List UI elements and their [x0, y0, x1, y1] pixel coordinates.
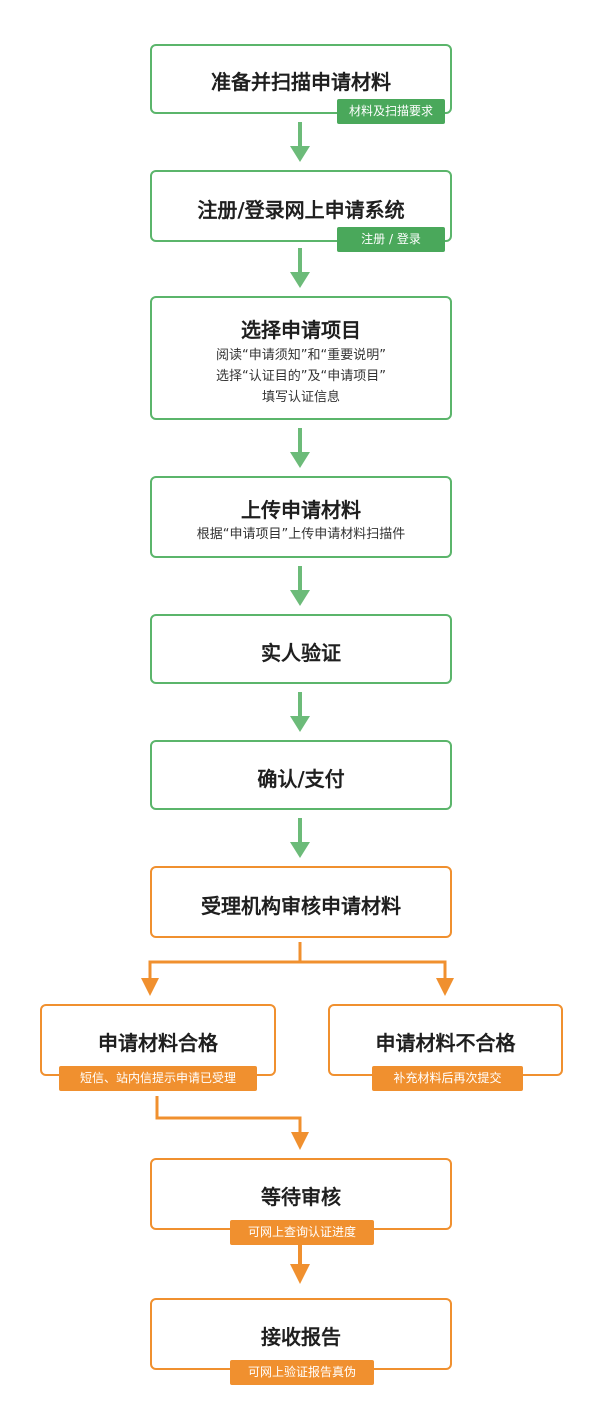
resubmit-tag: 补充材料后再次提交	[372, 1066, 523, 1091]
merge-connector	[155, 1096, 302, 1136]
arrow-down-icon	[290, 566, 310, 606]
arrow-down-icon	[291, 1132, 309, 1150]
query-progress-tag[interactable]: 可网上查询认证进度	[230, 1220, 374, 1245]
arrow-down-icon	[141, 978, 159, 996]
green-arrows	[290, 122, 310, 858]
step-title: 实人验证	[261, 641, 341, 665]
step-title: 申请材料不合格	[375, 1031, 516, 1055]
register-login-tag[interactable]: 注册 / 登录	[337, 227, 445, 252]
step-title: 选择申请项目	[241, 318, 361, 342]
materials-requirements-tag[interactable]: 材料及扫描要求	[337, 99, 445, 124]
step-prepare-materials: 准备并扫描申请材料 材料及扫描要求	[150, 44, 452, 124]
arrow-down-icon	[290, 428, 310, 468]
step-confirm-pay: 确认/支付	[150, 740, 452, 810]
step-materials-unqualified: 申请材料不合格 补充材料后再次提交	[328, 1004, 563, 1091]
arrow-down-icon	[290, 818, 310, 858]
arrow-down-icon	[290, 122, 310, 162]
step-materials-qualified: 申请材料合格 短信、站内信提示申请已受理	[40, 1004, 276, 1091]
step-title: 上传申请材料	[241, 498, 361, 522]
step-title: 确认/支付	[257, 767, 345, 791]
step-wait-review: 等待审核 可网上查询认证进度	[150, 1158, 452, 1245]
arrow-down-icon	[298, 1238, 302, 1268]
step-note: 阅读“申请须知”和“重要说明”	[216, 348, 386, 363]
step-note: 选择“认证目的”及“申请项目”	[216, 369, 386, 384]
step-upload-materials: 上传申请材料 根据“申请项目”上传申请材料扫描件	[150, 476, 452, 558]
step-title: 注册/登录网上申请系统	[197, 198, 405, 222]
branch-connector	[300, 960, 447, 982]
step-select-item: 选择申请项目 阅读“申请须知”和“重要说明” 选择“认证目的”及“申请项目” 填…	[150, 296, 452, 420]
step-title: 申请材料合格	[98, 1031, 218, 1055]
arrow-down-icon	[290, 248, 310, 288]
step-agency-review: 受理机构审核申请材料	[150, 866, 452, 938]
step-title: 受理机构审核申请材料	[201, 894, 401, 918]
step-title: 等待审核	[261, 1185, 341, 1209]
verify-report-tag[interactable]: 可网上验证报告真伪	[230, 1360, 374, 1385]
orange-arrows	[141, 942, 454, 1284]
arrow-down-icon	[290, 1264, 310, 1284]
step-register-login: 注册/登录网上申请系统 注册 / 登录	[150, 170, 452, 252]
qualified-notice-tag: 短信、站内信提示申请已受理	[59, 1066, 257, 1091]
step-title: 准备并扫描申请材料	[211, 70, 391, 94]
step-title: 接收报告	[261, 1325, 341, 1349]
step-note: 填写认证信息	[261, 390, 340, 405]
arrow-down-icon	[436, 978, 454, 996]
step-receive-report: 接收报告 可网上验证报告真伪	[150, 1298, 452, 1385]
branch-connector	[148, 942, 302, 982]
step-identity-verification: 实人验证	[150, 614, 452, 684]
arrow-down-icon	[290, 692, 310, 732]
step-note: 根据“申请项目”上传申请材料扫描件	[196, 527, 406, 542]
